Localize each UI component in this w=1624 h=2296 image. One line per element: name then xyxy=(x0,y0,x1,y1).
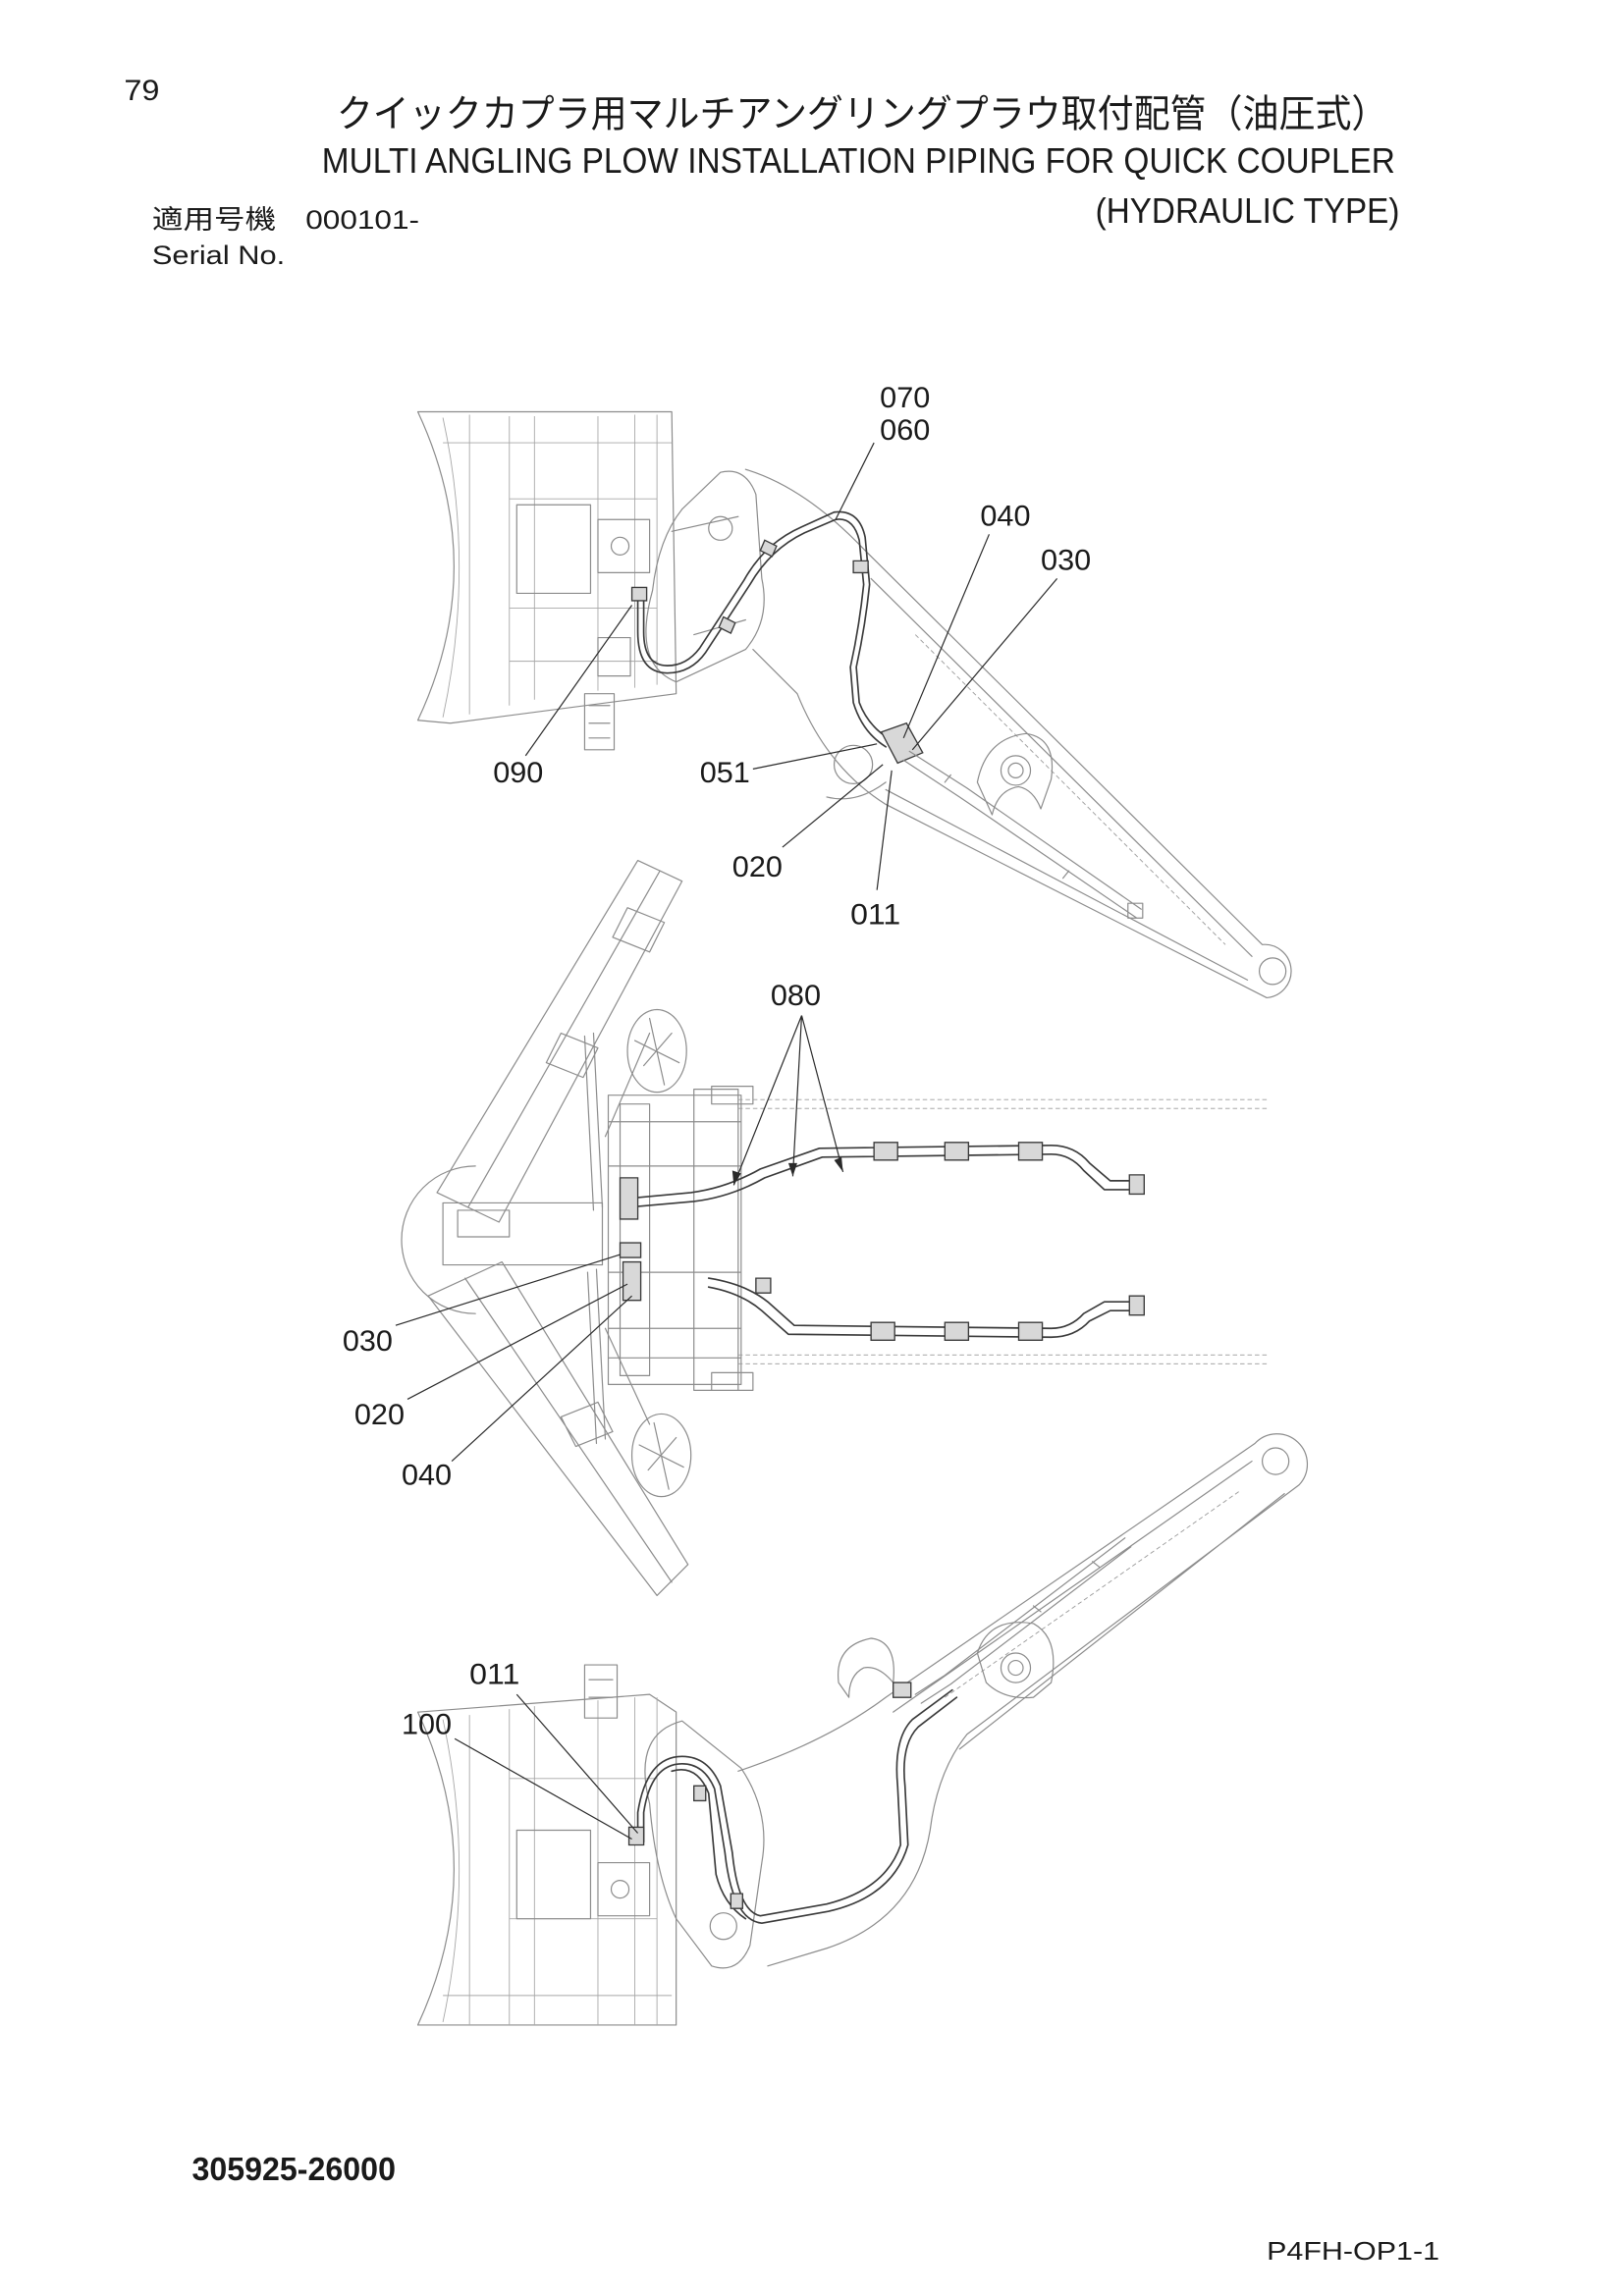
callout-label: 090 xyxy=(493,757,543,789)
callout-labels: 070 060 040 030 090 051 020 011 080 030 … xyxy=(343,382,1091,1741)
title-english-subtitle: (HYDRAULIC TYPE) xyxy=(1096,190,1400,231)
leader-040-top xyxy=(902,534,990,739)
coupler-pivot xyxy=(708,515,733,541)
blade-ribs xyxy=(442,414,673,718)
page-code: P4FH-OP1-1 xyxy=(1267,2238,1439,2266)
hose-clamps xyxy=(630,539,869,634)
leader-011-bottom xyxy=(515,1693,639,1834)
title-japanese: クイックカプラ用マルチアングリングプラウ取付配管（油圧式） xyxy=(337,93,1388,135)
leader-030-left xyxy=(395,1254,621,1326)
leader-051 xyxy=(752,743,878,770)
callout-label: 051 xyxy=(700,757,750,789)
drawing-number: 305925-26000 xyxy=(191,2152,395,2188)
lower-wheel-spokes xyxy=(638,1421,684,1490)
leader-090 xyxy=(524,605,633,757)
coupler-pivot xyxy=(709,1912,737,1941)
serial-label-japanese: 適用号機 xyxy=(152,205,276,235)
hydraulic-hose xyxy=(636,510,892,748)
arm-lug-inner xyxy=(1007,1659,1024,1677)
callout-label: 040 xyxy=(402,1460,452,1492)
arm-piping xyxy=(914,1537,1132,1704)
arm-piping xyxy=(902,750,1144,919)
blade-brackets xyxy=(515,504,651,751)
upper-blade xyxy=(436,859,683,1223)
valve-block xyxy=(880,721,924,765)
arm-lug-outer xyxy=(1000,1652,1032,1683)
title-english: MULTI ANGLING PLOW INSTALLATION PIPING F… xyxy=(322,140,1395,181)
callout-label: 040 xyxy=(980,500,1030,532)
callout-label: 080 xyxy=(771,980,821,1012)
arm-bracket xyxy=(826,732,1054,816)
upper-wheel-spokes xyxy=(633,1017,680,1086)
center-frame xyxy=(607,1086,754,1391)
arm-lug-right-inner xyxy=(1007,762,1024,778)
callout-label: 030 xyxy=(343,1325,393,1358)
leader-020-left xyxy=(406,1283,628,1400)
boom-rails xyxy=(737,1098,1271,1364)
callout-label: 020 xyxy=(732,851,783,883)
leader-030-top xyxy=(911,578,1058,751)
leader-100 xyxy=(454,1737,632,1841)
leader-011-top xyxy=(876,770,893,890)
plan-view xyxy=(401,859,1271,1596)
lower-wheel xyxy=(630,1413,692,1498)
leader-070-060 xyxy=(835,442,875,520)
callout-label: 030 xyxy=(1041,544,1091,576)
leader-080-arrowheads xyxy=(731,1156,843,1186)
lower-hydraulic-lines xyxy=(707,1277,1141,1339)
blade-fittings xyxy=(619,1177,642,1302)
leader-080 xyxy=(732,1015,844,1186)
serial-value: 000101- xyxy=(305,205,419,235)
arm-outline xyxy=(744,468,1292,999)
callout-label: 020 xyxy=(354,1399,405,1431)
arm-lug-right-outer xyxy=(1000,755,1032,786)
blade-outline xyxy=(416,1693,677,2026)
blade-ribs xyxy=(442,1697,673,2025)
leader-020-top xyxy=(782,764,884,848)
blade-brackets xyxy=(515,1664,651,1920)
arm-end-pin xyxy=(1258,957,1287,986)
lower-blade xyxy=(427,1260,689,1596)
blade-hub xyxy=(401,1165,604,1314)
callout-label: 011 xyxy=(850,898,900,931)
top-side-view xyxy=(416,410,1292,999)
quick-coupler xyxy=(644,1720,765,1969)
blade-pin xyxy=(610,536,630,556)
push-struts xyxy=(583,1032,651,1445)
bottom-side-view xyxy=(416,1433,1309,2026)
page-number: 79 xyxy=(124,75,159,107)
callout-label: 100 xyxy=(402,1709,452,1741)
callout-label: 060 xyxy=(880,414,930,447)
arm-centerline xyxy=(945,1490,1241,1698)
callout-label: 070 xyxy=(880,382,930,414)
blade-pin xyxy=(610,1879,630,1899)
blade-outline xyxy=(416,410,677,724)
arm-end-pin xyxy=(1261,1447,1290,1475)
arm-outline xyxy=(737,1433,1309,1967)
leader-lines xyxy=(395,442,1058,1841)
upper-hydraulic-lines xyxy=(626,1144,1141,1208)
serial-label-english: Serial No. xyxy=(152,240,285,270)
line-couplings xyxy=(755,1142,1145,1341)
arm-brackets xyxy=(837,1622,1055,1699)
leader-040-left xyxy=(451,1295,632,1463)
arm-centerline xyxy=(914,634,1226,945)
hose-clamps xyxy=(627,1682,912,1909)
arm-lug-left xyxy=(833,744,874,785)
upper-wheel xyxy=(626,1008,687,1094)
callout-label: 011 xyxy=(469,1659,519,1691)
